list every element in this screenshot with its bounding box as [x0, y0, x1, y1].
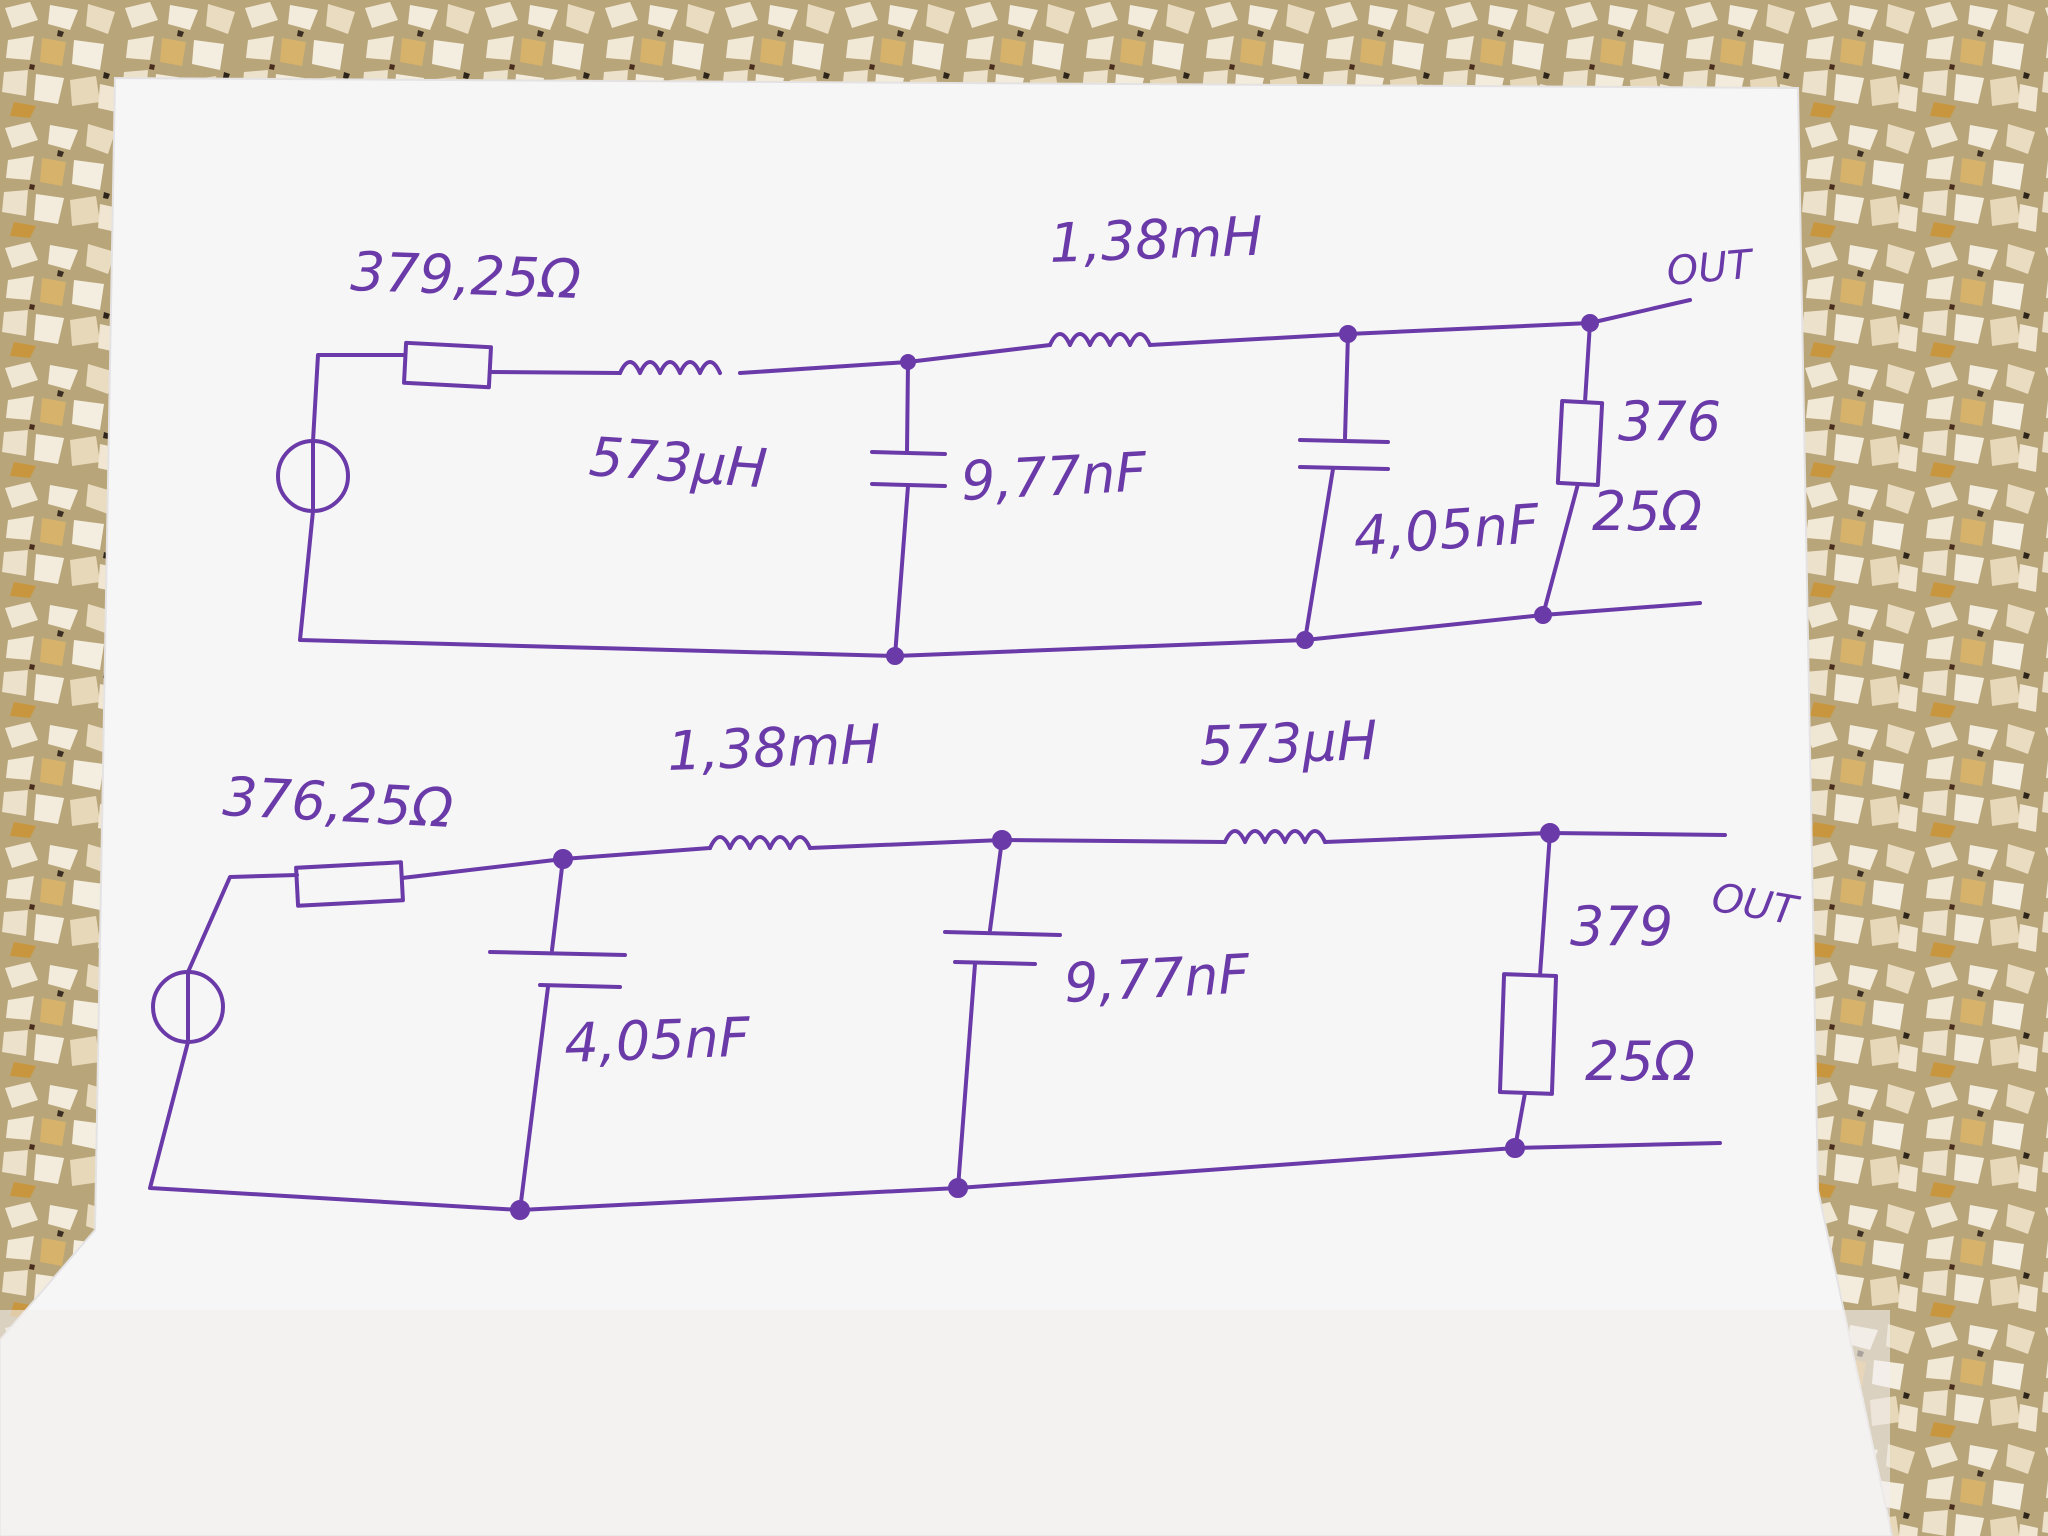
wire-source-top [186, 873, 299, 974]
wire-source-top [311, 353, 407, 443]
bottom-capacitor-second-label: 9,77nF [1062, 942, 1252, 1015]
bottom-inductor-second-label: 573µH [1198, 709, 1378, 778]
wire-bottom-left [148, 1040, 522, 1212]
capacitor-second-icon [1298, 438, 1390, 444]
top-source-resistor-label: 379,25Ω [350, 240, 582, 311]
circuit-top [276, 298, 1702, 665]
top-capacitor-second-label: 4,05nF [1352, 492, 1542, 568]
paper-lower-fold [0, 1310, 1890, 1536]
inductor-main-icon [1048, 332, 1152, 347]
capacitor-second-icon [943, 930, 1062, 937]
wire-output-bottom [893, 601, 1702, 658]
wire-output-bottom [518, 1141, 1722, 1212]
capacitor-first-icon [488, 950, 627, 957]
top-load-resistor-label-line2: 25Ω [1592, 480, 1702, 543]
top-inductor-series-label: 573µH [587, 425, 769, 500]
capacitor-first-icon [870, 450, 947, 456]
top-output-label: OUT [1665, 241, 1757, 295]
bottom-inductor-first-label: 1,38mH [666, 713, 882, 783]
top-load-resistor-label-line1: 376 [1618, 390, 1721, 453]
bottom-load-resistor-label-line1: 379 [1570, 895, 1673, 958]
resistor-source-icon [294, 860, 405, 908]
wire-bottom-left [298, 509, 897, 658]
circuit-bottom [148, 823, 1727, 1220]
paper-sheet [0, 76, 1894, 1536]
resistor-source-icon [402, 340, 493, 390]
bottom-load-resistor-label-line2: 25Ω [1585, 1030, 1695, 1093]
bottom-capacitor-first-label: 4,05nF [563, 1006, 752, 1075]
inductor-first-icon [708, 835, 812, 850]
inductor-series-icon [618, 360, 722, 375]
inductor-second-icon [1223, 829, 1327, 844]
top-inductor-main-label: 1,38mH [1048, 205, 1264, 275]
bottom-source-resistor-label: 376,25Ω [221, 765, 454, 840]
top-capacitor-first-label: 9,77nF [959, 440, 1149, 513]
